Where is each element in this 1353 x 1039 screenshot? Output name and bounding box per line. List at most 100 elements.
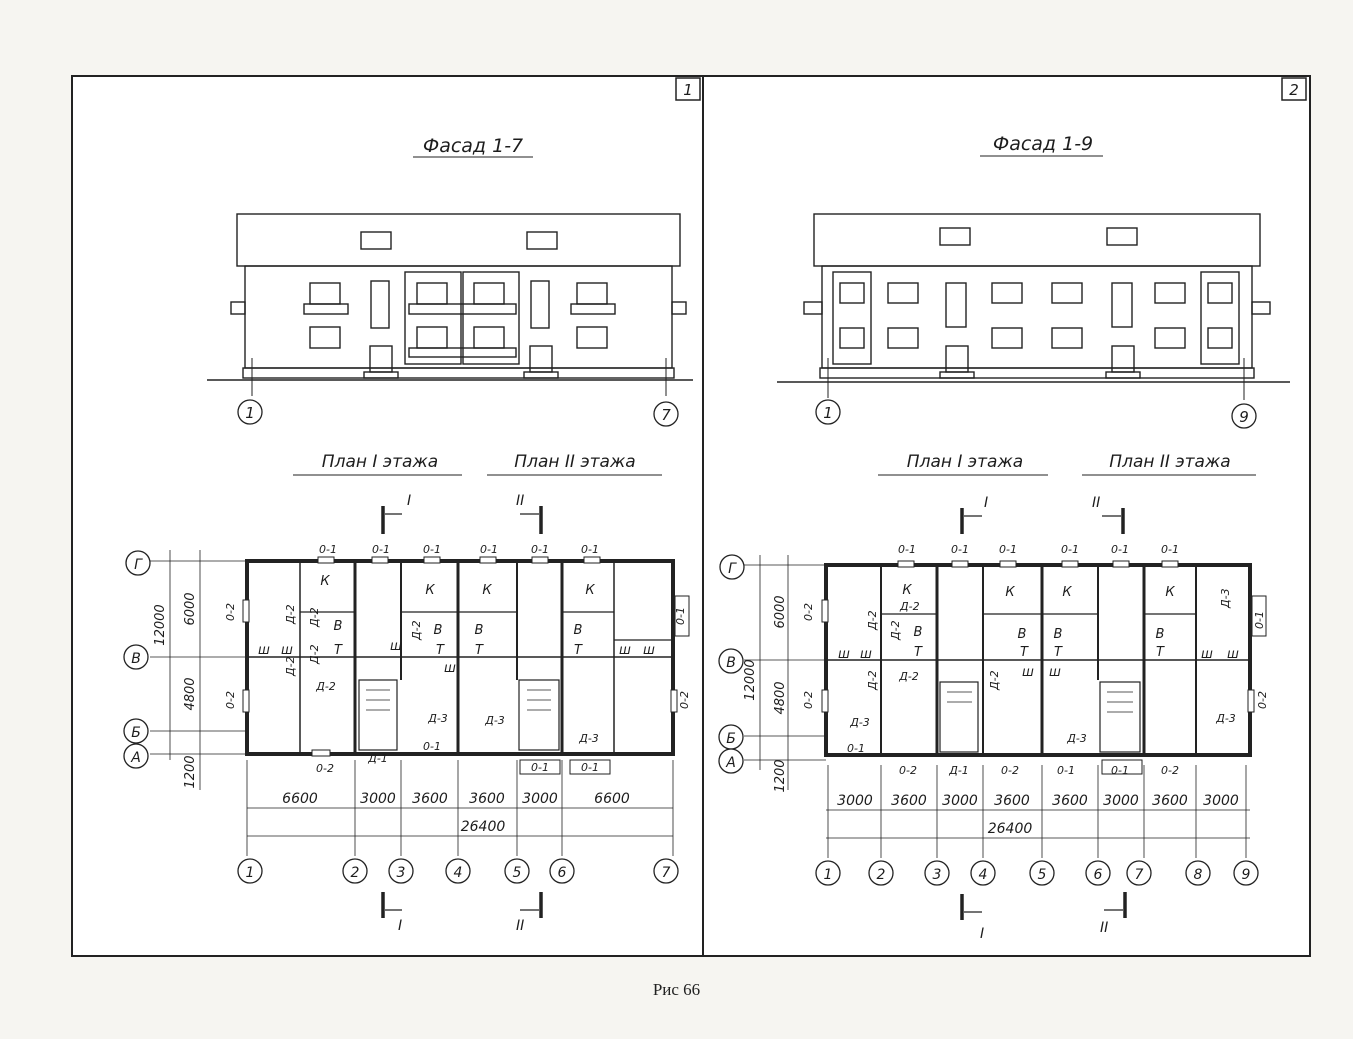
floor-plan — [821, 560, 1267, 775]
dormer-vent — [360, 231, 392, 250]
window-opening — [1161, 560, 1179, 568]
room-label-closet: ш — [619, 643, 631, 658]
room-label-kitchen: К — [902, 583, 912, 598]
column-axis-label: 5 — [1038, 867, 1047, 883]
window-label: 0-1 — [674, 607, 687, 625]
row-axis-label: В — [131, 651, 141, 667]
room-label-kitchen: К — [425, 583, 435, 598]
entrance-porch — [519, 759, 561, 775]
row-axes: Г В Б А 6000 4800 1200 12000 — [718, 554, 826, 793]
span-dim: 3600 — [1152, 793, 1188, 809]
dim-label: 6000 — [773, 595, 788, 628]
facade-title: Фасад 1-7 — [423, 135, 523, 157]
row-axis-label: Б — [131, 725, 141, 741]
door-label: Д-2 — [284, 656, 297, 677]
column-axis-label: 5 — [513, 865, 522, 881]
room-label-closet: ш — [1022, 665, 1034, 680]
window-label: 0-1 — [1111, 543, 1129, 556]
window-opening — [242, 689, 250, 713]
entrance-step — [939, 371, 975, 379]
balcony — [570, 303, 616, 315]
room-label-closet: ш — [444, 661, 456, 676]
panel-number: 1 — [683, 81, 693, 99]
window-label: 0-2 — [1001, 764, 1019, 777]
section-mark-label: II — [1100, 920, 1108, 936]
axis-bubble — [653, 401, 679, 427]
horizontal-dimensions: 6600 3000 3600 3600 3000 6600 26400 — [246, 760, 674, 856]
window-label: 0-1 — [1253, 611, 1266, 629]
room-label-kitchen: К — [482, 583, 492, 598]
window — [1051, 327, 1083, 349]
balcony — [303, 303, 349, 315]
window-opening — [821, 599, 829, 623]
panel-1: 1 Фасад 1-7 — [123, 77, 701, 934]
entrance-step — [1105, 371, 1141, 379]
dim-label: 6000 — [183, 592, 198, 625]
entrance-porch — [569, 759, 611, 775]
window — [1154, 327, 1186, 349]
window-label: 0-2 — [678, 691, 691, 709]
stair-window — [1111, 282, 1133, 328]
window-label: 0-2 — [224, 691, 237, 709]
window-label: 0-2 — [224, 603, 237, 621]
entrance-step — [523, 371, 559, 379]
axis-bubble — [815, 399, 841, 425]
window-opening — [531, 556, 549, 564]
room-label-toilet: Т — [334, 643, 343, 658]
door-label: Д-3 — [1066, 732, 1087, 745]
window-opening — [583, 556, 601, 564]
column-axis-label: 4 — [454, 865, 463, 881]
column-axis-label: 6 — [558, 865, 567, 881]
row-axis-label: А — [725, 755, 736, 771]
stairwell — [939, 681, 979, 753]
room-label-kitchen: К — [585, 583, 595, 598]
window-label: 0-1 — [1057, 764, 1075, 777]
plan-title-floor-1: План I этажа — [907, 452, 1023, 472]
room-label-closet: ш — [1201, 647, 1213, 662]
window-opening — [1247, 689, 1255, 713]
room-label-kitchen: К — [1062, 585, 1072, 600]
room-label-toilet: Т — [574, 643, 583, 658]
room-label-bath: В — [434, 623, 443, 638]
column-axis-label: 7 — [662, 865, 671, 881]
window-label: 0-1 — [423, 740, 441, 753]
row-axis-label: В — [726, 655, 736, 671]
plinth — [242, 367, 675, 379]
span-dim: 3000 — [942, 793, 978, 809]
window-label: 0-1 — [319, 543, 337, 556]
balcony-end — [1251, 301, 1271, 315]
window-opening — [951, 560, 969, 568]
window-label: 0-2 — [802, 603, 815, 621]
column-axis-label: 8 — [1194, 867, 1203, 883]
panel-number-box — [1281, 77, 1307, 101]
panel-number: 2 — [1289, 81, 1299, 99]
window-opening — [423, 556, 441, 564]
section-mark-label: I — [407, 493, 411, 509]
room-label-toilet: Т — [914, 645, 923, 660]
window-label: 0-1 — [480, 543, 498, 556]
span-dim: 3600 — [1052, 793, 1088, 809]
room-label-bath: В — [914, 625, 923, 640]
plan-labels: К К К К В В В В Т Т Т Т ш ш ш ш ш ш Д-2 … — [224, 543, 691, 775]
section-mark-label: II — [516, 493, 524, 509]
room-label-toilet: Т — [1156, 645, 1165, 660]
window — [991, 327, 1023, 349]
door-label: Д-2 — [410, 620, 423, 641]
window-opening — [999, 560, 1017, 568]
window-opening — [670, 689, 678, 713]
row-axes: Г В Б А 6000 4800 1200 12000 — [123, 550, 247, 790]
window-label: 0-2 — [899, 764, 917, 777]
window — [887, 327, 919, 349]
room-label-closet: ш — [643, 643, 655, 658]
span-dim: 6600 — [282, 791, 318, 807]
span-dim: 3000 — [837, 793, 873, 809]
window — [1207, 327, 1233, 349]
window — [991, 282, 1023, 304]
column-axis-label: 1 — [824, 867, 833, 883]
window-label: 0-1 — [1111, 764, 1129, 777]
column-axis-label: 4 — [979, 867, 988, 883]
door-label: Д-2 — [315, 680, 336, 693]
window-label: 0-2 — [1256, 691, 1269, 709]
window-opening — [371, 556, 389, 564]
column-axes: 1 2 3 4 5 6 7 — [237, 858, 679, 884]
